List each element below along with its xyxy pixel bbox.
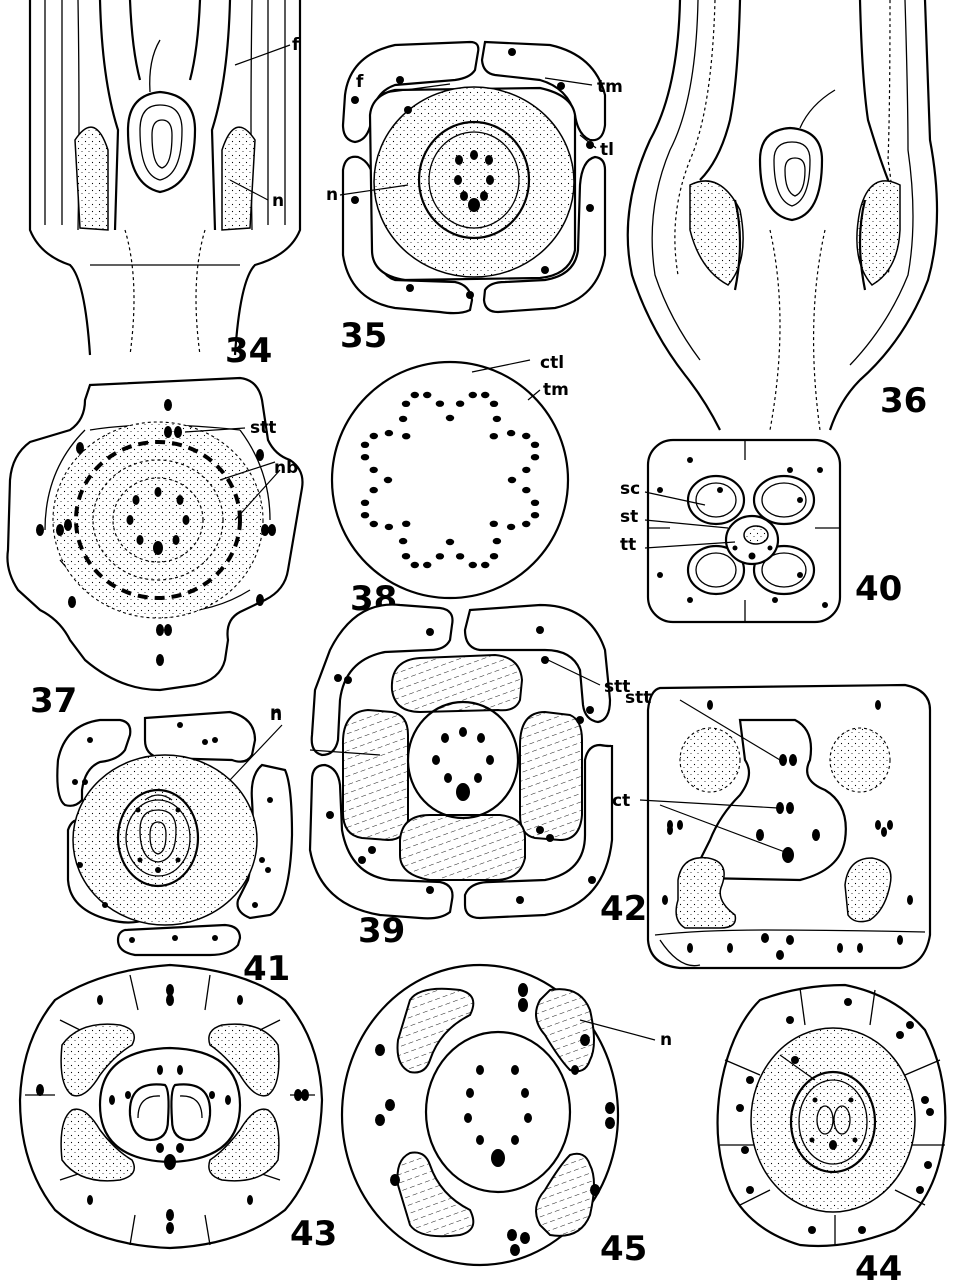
- figure-number-39: 39: [358, 911, 405, 951]
- vascular-bundle: [370, 487, 378, 493]
- vascular-bundle: [411, 562, 419, 568]
- vascular-bundle: [522, 521, 530, 527]
- vascular-bundle: [469, 392, 477, 398]
- figure-45-transverse-section: n 45: [342, 965, 672, 1269]
- vascular-bundle: [493, 416, 501, 422]
- vascular-bundle: [507, 524, 515, 530]
- figure-number-35: 35: [340, 316, 387, 356]
- label-stt-42: stt: [625, 688, 651, 708]
- label-n-41: n: [270, 705, 282, 725]
- figure-number-36: 36: [880, 381, 927, 421]
- vascular-bundle: [385, 430, 393, 436]
- label-f: f: [292, 35, 300, 55]
- figure-34-longitudinal-section: f n 34: [30, 0, 300, 371]
- label-n-34: n: [272, 191, 284, 211]
- figure-40-transverse-section: sc st tt 40: [620, 440, 902, 622]
- figure-number-34: 34: [225, 331, 272, 371]
- vascular-bundle: [361, 500, 369, 506]
- vascular-bundle: [436, 553, 444, 559]
- label-n-45: n: [660, 1030, 672, 1050]
- vascular-bundle: [531, 454, 539, 460]
- vascular-bundle: [490, 433, 498, 439]
- vascular-bundle: [490, 521, 498, 527]
- vascular-bundle: [469, 562, 477, 568]
- figure-38-transverse-section: ctl tm 38: [332, 353, 569, 619]
- figure-37-transverse-section: stt nb 37: [7, 378, 302, 721]
- vascular-bundle: [456, 401, 464, 407]
- vascular-bundle: [423, 392, 431, 398]
- label-tt: tt: [620, 535, 636, 555]
- vascular-bundle: [370, 467, 378, 473]
- vascular-bundle: [384, 477, 392, 483]
- vascular-bundle: [446, 539, 454, 545]
- figure-38-bundles: [361, 392, 539, 568]
- vascular-bundle: [402, 433, 410, 439]
- vascular-bundle: [399, 416, 407, 422]
- figure-41-transverse-section: n 41: [57, 705, 292, 989]
- label-n-35: n: [326, 185, 338, 205]
- figure-number-44: 44: [855, 1249, 902, 1282]
- figure-36-longitudinal-section: 36: [628, 0, 937, 430]
- vascular-bundle: [385, 524, 393, 530]
- label-tm-35: tm: [597, 77, 623, 97]
- vascular-bundle: [522, 487, 530, 493]
- vascular-bundle: [402, 553, 410, 559]
- vascular-bundle: [456, 553, 464, 559]
- vascular-bundle: [531, 500, 539, 506]
- vascular-bundle: [423, 562, 431, 568]
- vascular-bundle: [402, 521, 410, 527]
- vascular-bundle: [361, 442, 369, 448]
- vascular-bundle: [531, 442, 539, 448]
- figure-number-42: 42: [600, 889, 647, 929]
- vascular-bundle: [370, 521, 378, 527]
- vascular-bundle: [361, 512, 369, 518]
- vascular-bundle: [411, 392, 419, 398]
- vascular-bundle: [522, 467, 530, 473]
- figure-number-43: 43: [290, 1214, 337, 1254]
- label-stt-37: stt: [250, 418, 276, 438]
- figure-39-transverse-section: stt n 39: [270, 605, 630, 951]
- label-sc: sc: [620, 479, 640, 499]
- vascular-bundle: [493, 538, 501, 544]
- vascular-bundle: [531, 512, 539, 518]
- vascular-bundle: [481, 392, 489, 398]
- figure-44-transverse-section: 44: [718, 985, 946, 1282]
- vascular-bundle: [522, 433, 530, 439]
- figure-42-transverse-section: stt ct 42: [600, 685, 930, 968]
- label-ctl: ctl: [540, 353, 564, 373]
- vascular-bundle: [490, 553, 498, 559]
- label-ct: ct: [612, 791, 630, 811]
- vascular-bundle: [508, 477, 516, 483]
- vascular-bundle: [490, 401, 498, 407]
- vascular-bundle: [399, 538, 407, 544]
- vascular-bundle: [361, 454, 369, 460]
- vascular-bundle: [370, 433, 378, 439]
- vascular-bundle: [507, 430, 515, 436]
- label-tl: tl: [600, 140, 614, 160]
- vascular-bundle: [402, 401, 410, 407]
- label-nb: nb: [274, 458, 298, 478]
- vascular-bundle: [481, 562, 489, 568]
- label-tm-38: tm: [543, 380, 569, 400]
- figure-43-transverse-section: 43: [20, 965, 337, 1254]
- vascular-bundle: [446, 415, 454, 421]
- figure-number-40: 40: [855, 569, 902, 609]
- figure-number-37: 37: [30, 681, 77, 721]
- figure-35-transverse-section: f tm tl n 35: [326, 42, 623, 356]
- label-st: st: [620, 507, 638, 527]
- label-f-35: f: [356, 72, 364, 92]
- figure-number-45: 45: [600, 1229, 647, 1269]
- vascular-bundle: [436, 401, 444, 407]
